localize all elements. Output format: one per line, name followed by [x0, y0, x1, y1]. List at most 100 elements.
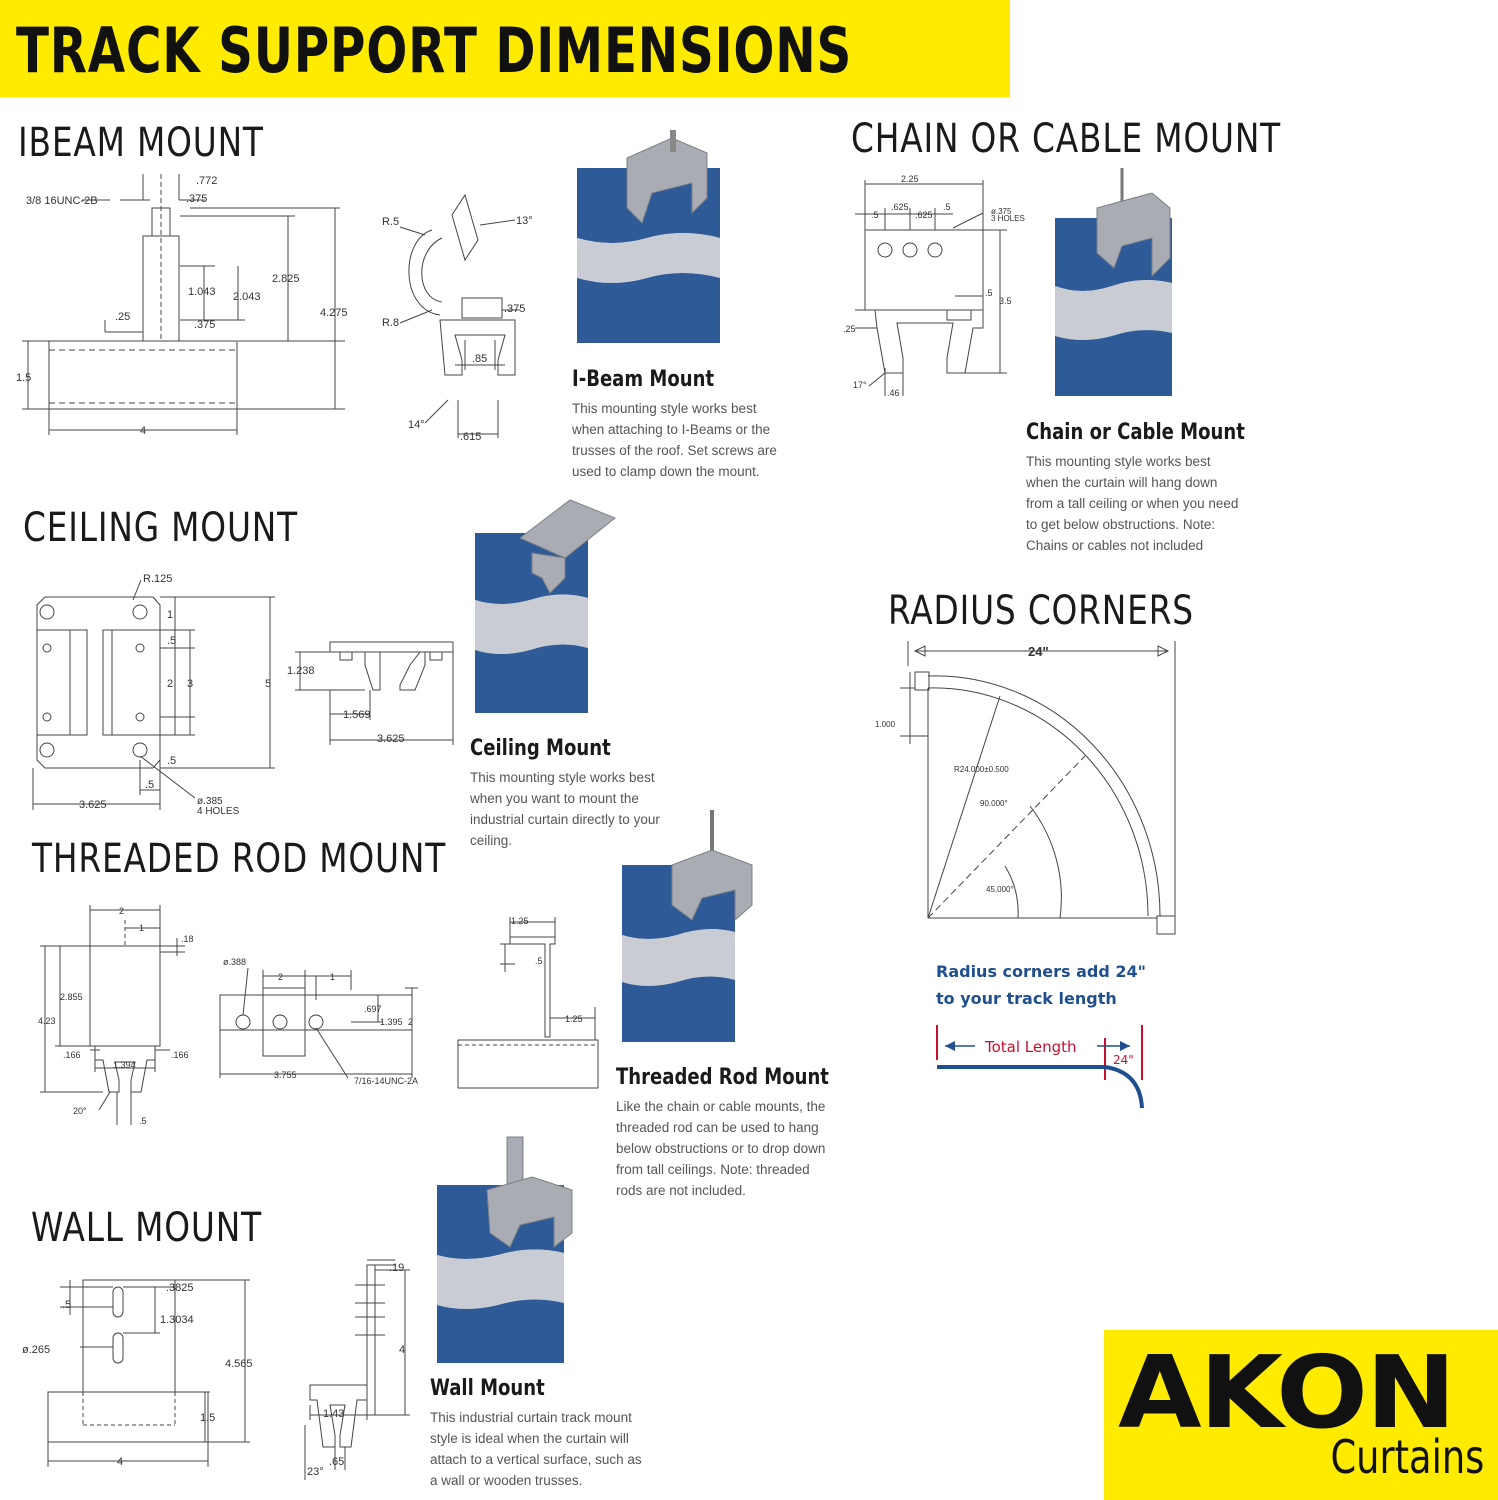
dim-3825: .3825	[166, 1282, 194, 1294]
total-length-diagram: Total Length 24"	[936, 1025, 1144, 1109]
dim-225: 2.25	[901, 174, 919, 184]
dim-2043: 2.043	[233, 291, 261, 303]
radius-heading: RADIUS CORNERS	[888, 588, 1194, 634]
dim-r8: R.8	[382, 317, 399, 329]
dim-5b: .5	[943, 202, 951, 212]
dim-375b: .375	[194, 319, 215, 331]
dim-18: .18	[181, 934, 194, 944]
dim-holes-dia: ø.375	[991, 207, 1012, 216]
dim-thread: 3/8 16UNC-2B	[26, 195, 98, 207]
dim-615: .615	[460, 431, 481, 443]
dim-13034: 1.3034	[160, 1314, 194, 1326]
dim-14deg: 14°	[408, 419, 425, 431]
dim-85: .85	[472, 353, 487, 365]
dim-1569: 1.569	[343, 709, 371, 721]
dim-3: 3	[187, 678, 193, 690]
dim-5c: .5	[985, 288, 993, 298]
ceiling-caption: Ceiling Mount	[470, 736, 611, 761]
dim-166a: .166	[63, 1050, 81, 1060]
chain-product-image	[1055, 168, 1172, 396]
dim-holes-count: 4 HOLES	[197, 806, 240, 817]
ceiling-heading: CEILING MOUNT	[23, 505, 298, 551]
dim-1a: 1	[139, 923, 144, 933]
threaded-drawing-bracket: 1.25 .5 1.25	[457, 916, 599, 1089]
chain-heading: CHAIN OR CABLE MOUNT	[851, 116, 1282, 162]
dim-r125: R.125	[143, 573, 172, 585]
dim-3625b: 3.625	[377, 733, 405, 745]
ibeam-heading: IBEAM MOUNT	[18, 120, 264, 166]
dim-5c: .5	[145, 779, 154, 791]
ceiling-drawing-top: R.125 1 .5 2 3 5 .5 .5 3.625 ø.385 4 HOL…	[32, 573, 275, 817]
dim-2b: 2	[278, 972, 283, 982]
akon-logo: AKON Curtains	[1104, 1330, 1498, 1500]
dim-265: ø.265	[22, 1344, 50, 1356]
dim-423: 4.23	[38, 1016, 56, 1026]
dim-4a: 4	[117, 1456, 123, 1468]
dim-r5: R.5	[382, 216, 399, 228]
dim-65: .65	[329, 1456, 344, 1468]
threaded-caption: Threaded Rod Mount	[616, 1065, 829, 1090]
wall-drawing-side: .19 4 1.43 .65 23°	[304, 1259, 410, 1480]
page-title: TRACK SUPPORT DIMENSIONS	[16, 14, 853, 87]
wall-heading: WALL MOUNT	[31, 1205, 262, 1251]
dim-13deg: 13°	[516, 215, 533, 227]
dim-1238: 1.238	[287, 665, 315, 677]
radius-corner-drawing: 24" 1.000 R24.000±0.500 90.000° 45.000°	[875, 641, 1176, 935]
dim-5a: .5	[871, 210, 879, 220]
dim-2c: 2	[408, 1017, 413, 1027]
dim-holes-dia: ø.385	[197, 796, 223, 807]
dim-1043: 1.043	[188, 286, 216, 298]
dim-35: 3.5	[999, 296, 1012, 306]
threaded-product-image	[622, 810, 753, 1042]
ibeam-product-image	[577, 130, 720, 343]
dim-3755: 3.755	[274, 1070, 297, 1080]
dim-thread: 7/16-14UNC-2A	[354, 1076, 418, 1085]
dim-625b: .625	[915, 210, 933, 220]
dim-1: 1	[167, 609, 173, 621]
dim-19: .19	[389, 1262, 404, 1274]
dim-1394: 1.394	[113, 1060, 136, 1070]
dim-holes-count: 3 HOLES	[991, 214, 1025, 223]
dim-5: .5	[62, 1299, 71, 1311]
dim-5: .5	[139, 1116, 147, 1126]
dim-5b: .5	[535, 956, 543, 966]
chain-caption: Chain or Cable Mount	[1026, 420, 1245, 445]
dim-46: .46	[887, 388, 900, 398]
dim-388: ø.388	[223, 957, 246, 967]
dim-1b: 1	[330, 972, 335, 982]
dim-5a: .5	[167, 635, 176, 647]
corner-24-label: 24"	[1113, 1053, 1134, 1067]
radius-width-label: 24"	[1028, 644, 1049, 659]
dim-4: 4	[140, 425, 146, 437]
total-length-label: Total Length	[984, 1038, 1077, 1056]
threaded-drawing-side: ø.388 2 1 .697 1.395 2 3.755 7/16-14UNC-…	[219, 957, 418, 1085]
dim-5: 5	[265, 678, 271, 690]
radius-value-label: R24.000±0.500	[954, 765, 1009, 774]
dim-25: .25	[115, 311, 130, 323]
wall-caption: Wall Mount	[430, 1376, 545, 1401]
radius-note: Radius corners add 24" to your track len…	[936, 962, 1147, 1008]
dim-2855: 2.855	[60, 992, 83, 1002]
dim-125b: 1.25	[565, 1014, 583, 1024]
dim-4565: 4.565	[225, 1358, 253, 1370]
dim-125a: 1.25	[511, 916, 529, 926]
dim-15: 1.5	[200, 1412, 215, 1424]
dim-23deg: 23°	[307, 1466, 324, 1478]
dim-375a: .375	[186, 193, 207, 205]
dim-772: .772	[196, 175, 217, 187]
dim-4b: 4	[399, 1344, 405, 1356]
dim-2: 2	[167, 678, 173, 690]
wall-product-image	[437, 1136, 573, 1363]
ibeam-drawing-side: R.5 13° .375 R.8 .85 14° .615	[382, 193, 533, 443]
dim-4275: 4.275	[320, 307, 348, 319]
dim-375c: .375	[504, 303, 525, 315]
dim-2825: 2.825	[272, 273, 300, 285]
angle-45-label: 45.000°	[986, 885, 1014, 894]
dim-143: 1.43	[323, 1408, 344, 1420]
dim-1395: 1.395	[380, 1017, 403, 1027]
dim-15: 1.5	[16, 372, 31, 384]
